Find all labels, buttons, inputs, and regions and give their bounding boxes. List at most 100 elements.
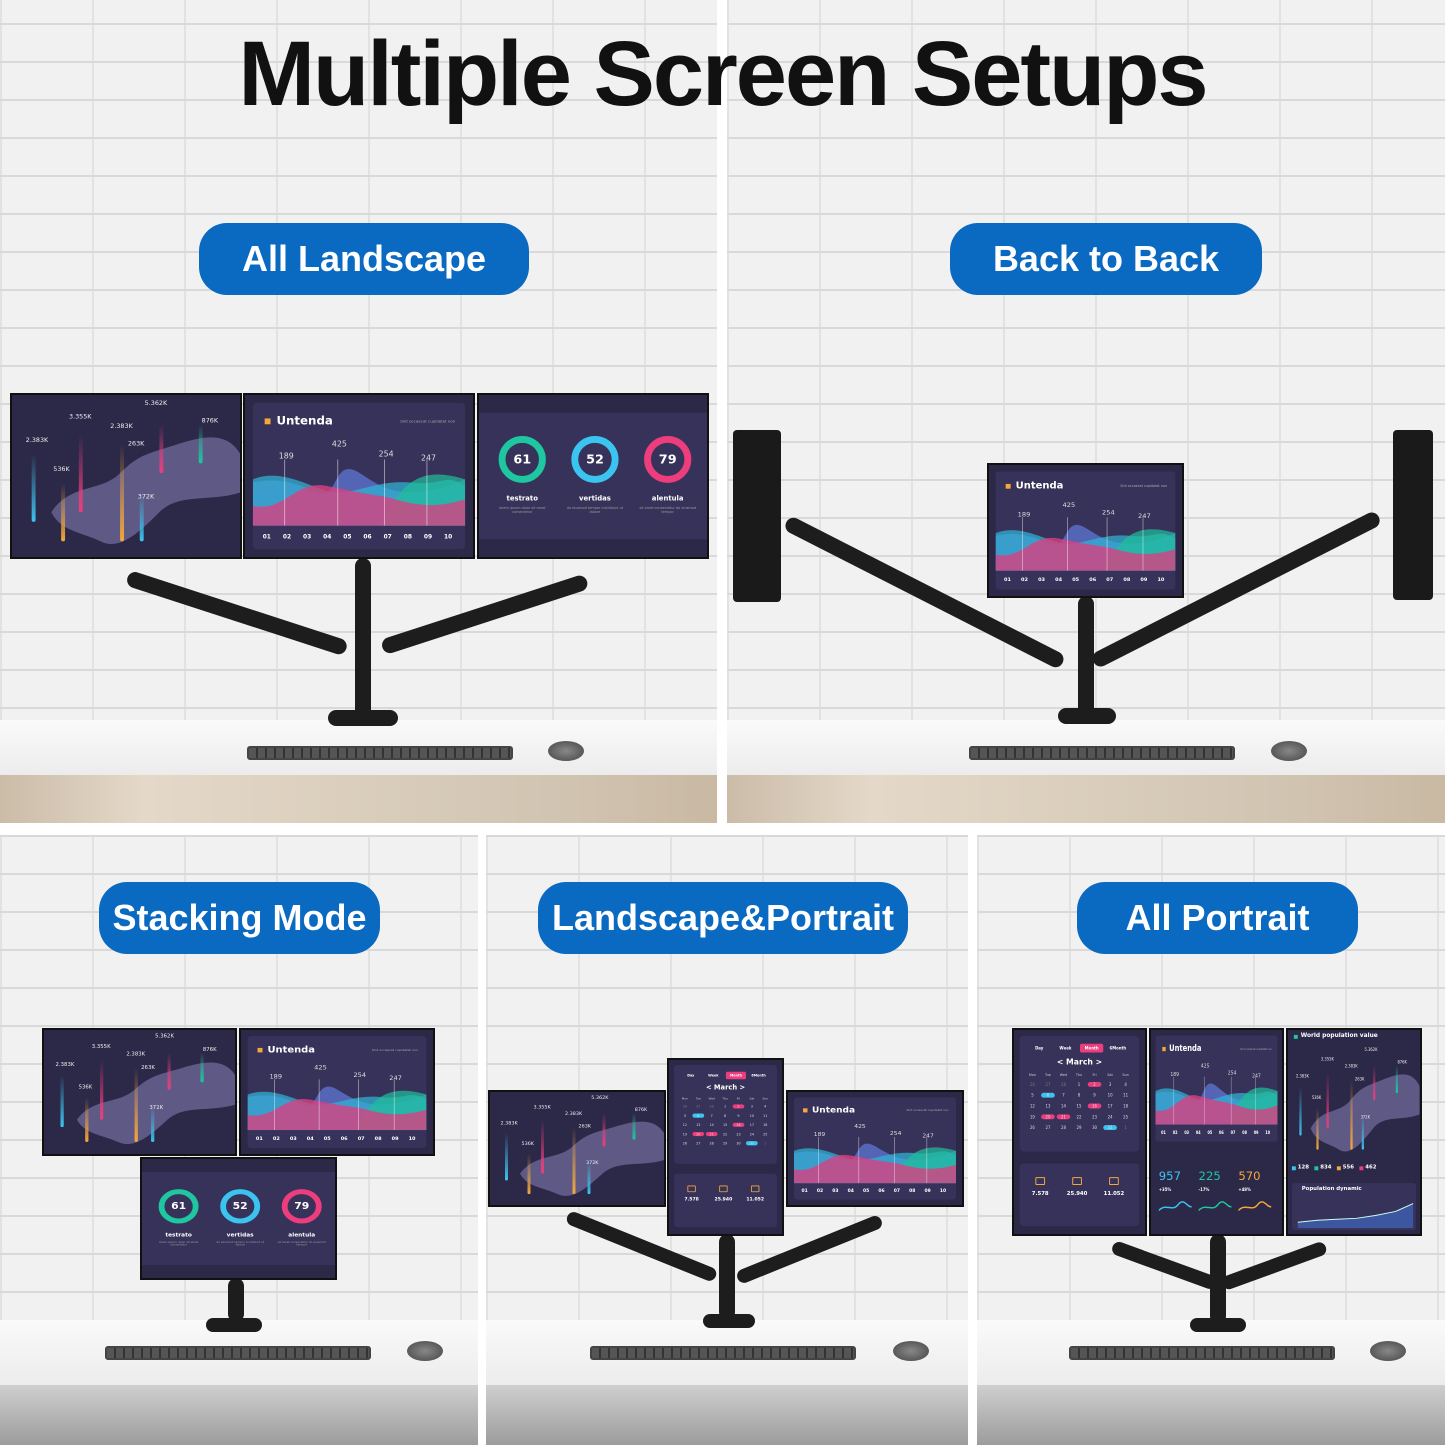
calendar-day[interactable]: 23	[736, 1131, 741, 1137]
calendar-day[interactable]: 4	[764, 1104, 767, 1109]
light-bar	[1361, 1114, 1364, 1150]
map-value-label: 876K	[1397, 1059, 1407, 1065]
world-title: World population value	[1300, 1031, 1378, 1039]
calendar-day[interactable]: 11	[763, 1113, 768, 1118]
calendar-day[interactable]: 26	[1029, 1125, 1035, 1131]
calendar-day[interactable]: 8	[724, 1113, 727, 1118]
calendar-day[interactable]: 4	[1124, 1081, 1127, 1087]
calendar-day[interactable]: 25	[763, 1131, 768, 1137]
calendar-day[interactable]: 1	[1077, 1081, 1081, 1087]
calendar-day[interactable]: 29	[722, 1141, 728, 1146]
peak-value: 247	[421, 453, 437, 463]
calendar-day[interactable]: 17	[749, 1122, 754, 1127]
calendar-day[interactable]: 28	[709, 1104, 714, 1109]
calendar-day[interactable]: 23	[1092, 1114, 1098, 1120]
calendar-day[interactable]: 22	[1076, 1114, 1082, 1120]
calendar-day[interactable]: 27	[696, 1104, 701, 1109]
calendar-day[interactable]: 22	[722, 1131, 728, 1137]
calendar-day[interactable]: 8	[1077, 1092, 1081, 1098]
calendar-day[interactable]: 28	[1061, 1125, 1066, 1131]
calendar-day[interactable]: 1	[764, 1141, 767, 1146]
calendar-day[interactable]: 26	[682, 1104, 688, 1109]
calendar-day[interactable]: 26	[1029, 1081, 1035, 1087]
calendar-day[interactable]: 12	[1029, 1103, 1035, 1109]
calendar-tab-month[interactable]: Month	[1079, 1043, 1104, 1053]
calendar-day[interactable]: 26	[682, 1141, 688, 1146]
calendar-day[interactable]: 2	[732, 1104, 745, 1109]
calendar-day[interactable]: 14	[1061, 1103, 1066, 1109]
x-axis-label: 03	[1038, 577, 1046, 583]
calendar-day[interactable]: 29	[1076, 1125, 1082, 1131]
calendar-day[interactable]: 24	[749, 1131, 754, 1137]
calendar-day[interactable]: 25	[1123, 1114, 1129, 1120]
calendar-tab-week[interactable]: Week	[1059, 1045, 1072, 1051]
x-axis-label: 07	[357, 1136, 365, 1142]
calendar-day[interactable]: 28	[709, 1141, 714, 1146]
calendar-tab-week[interactable]: Week	[708, 1073, 719, 1078]
calendar-day[interactable]: 27	[1045, 1125, 1051, 1131]
calendar-day[interactable]: 1	[724, 1104, 727, 1109]
calendar-day[interactable]: 5	[1031, 1092, 1034, 1098]
wave-subtitle: Sint occaecat cupidatat non	[371, 1047, 419, 1052]
calendar-day[interactable]: 6	[1041, 1092, 1055, 1098]
calendar-tab-6month[interactable]: 6Month	[751, 1073, 766, 1078]
calendar-day[interactable]: 21	[705, 1131, 718, 1137]
calendar-day[interactable]: 9	[1093, 1092, 1096, 1098]
calendar-day[interactable]: 28	[1061, 1081, 1066, 1087]
calendar-day[interactable]: 18	[1123, 1103, 1129, 1109]
calendar-day[interactable]: 7	[1062, 1092, 1065, 1098]
light-bar	[505, 1132, 508, 1181]
calendar-day[interactable]: 3	[750, 1104, 753, 1109]
mouse	[893, 1341, 929, 1361]
device-icon	[1035, 1177, 1046, 1185]
legend-swatch	[1291, 1166, 1296, 1171]
calendar-day[interactable]: 20	[1041, 1114, 1055, 1120]
title-marker-icon	[1162, 1046, 1166, 1052]
calendar-day[interactable]: 27	[1045, 1081, 1051, 1087]
calendar-day[interactable]: 27	[696, 1141, 701, 1146]
calendar-day[interactable]: 6	[692, 1113, 705, 1118]
side-monitor-right	[1393, 430, 1433, 600]
calendar-day[interactable]: 16	[1087, 1103, 1102, 1109]
calendar-day[interactable]: 24	[1107, 1114, 1113, 1120]
calendar-day[interactable]: 11	[1123, 1092, 1129, 1098]
light-bar	[602, 1112, 606, 1147]
calendar-day[interactable]: 2	[1087, 1081, 1102, 1087]
calendar-day[interactable]: 10	[749, 1113, 754, 1118]
calendar-day[interactable]: 9	[737, 1113, 740, 1118]
calendar-day[interactable]: 1	[1124, 1125, 1127, 1131]
wave-title: Untenda	[1169, 1043, 1202, 1054]
calendar-day[interactable]: 19	[1029, 1114, 1035, 1120]
calendar-day[interactable]: 14	[709, 1122, 714, 1127]
light-bar	[60, 1074, 64, 1128]
calendar-day[interactable]: 17	[1107, 1103, 1113, 1109]
calendar-day[interactable]: 20	[692, 1131, 705, 1137]
calendar-day[interactable]: 7	[710, 1113, 713, 1118]
calendar-day[interactable]: 31	[1103, 1125, 1117, 1131]
calendar-day[interactable]: 19	[682, 1131, 688, 1137]
calendar-day[interactable]: 21	[1056, 1114, 1071, 1120]
calendar-day[interactable]: 13	[1045, 1103, 1051, 1109]
calendar-day[interactable]: 31	[746, 1141, 758, 1146]
calendar-day[interactable]: 30	[736, 1141, 741, 1146]
map-value-label: 2.383K	[25, 435, 49, 444]
calendar-day[interactable]: 12	[682, 1122, 688, 1127]
calendar-day[interactable]: 15	[1076, 1103, 1082, 1109]
x-axis-label: 09	[391, 1136, 399, 1142]
calendar-tab-day[interactable]: Day	[687, 1073, 695, 1078]
calendar-tab-month[interactable]: Month	[725, 1071, 747, 1080]
calendar-day[interactable]: 3	[1108, 1081, 1112, 1087]
calendar-day[interactable]: 18	[763, 1122, 768, 1127]
calendar-day[interactable]: 10	[1107, 1092, 1113, 1098]
calendar-tab-day[interactable]: Day	[1035, 1045, 1044, 1051]
calendar-day[interactable]: 13	[696, 1122, 701, 1127]
calendar-day[interactable]: 5	[683, 1113, 686, 1118]
weekday-label: Mon	[1028, 1073, 1037, 1078]
calendar-tab-6month[interactable]: 6Month	[1109, 1045, 1127, 1051]
calendar-day[interactable]: 16	[732, 1122, 745, 1127]
calendar-day[interactable]: 15	[722, 1122, 728, 1127]
calendar-day[interactable]: 30	[1092, 1125, 1098, 1131]
